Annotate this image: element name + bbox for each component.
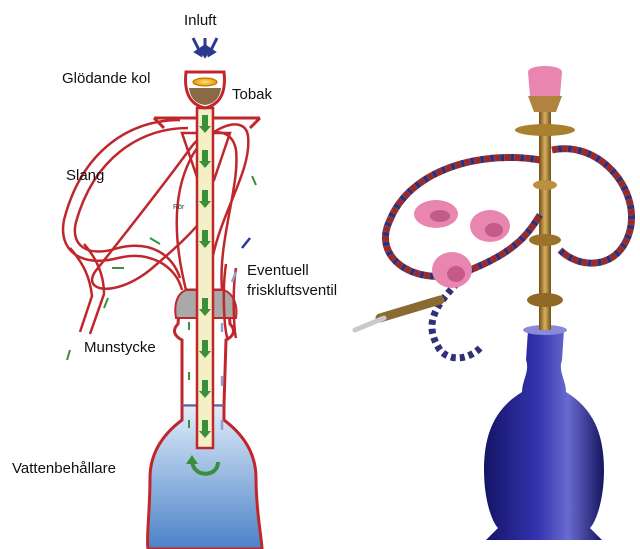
label-valve-line2: friskluftsventil [247, 282, 337, 299]
photo-bowl [528, 96, 562, 112]
photo-stem-ring [527, 293, 563, 307]
arrow-down-icon [193, 38, 217, 56]
photo-top-tassel [528, 66, 562, 96]
label-tobacco: Tobak [232, 86, 272, 103]
photo-hose [552, 149, 632, 263]
label-hose: Slang [66, 167, 104, 184]
label-valve-line1: Eventuell [247, 262, 309, 279]
photo-stem-ring [533, 180, 557, 190]
label-mouthpiece: Munstycke [84, 339, 156, 356]
photo-vase [484, 330, 604, 540]
label-inlet: Inluft [184, 12, 217, 29]
photo-mouthpiece [380, 300, 440, 318]
photo-stem-ring [529, 234, 561, 246]
label-water: Vattenbehållare [12, 460, 116, 477]
hookah-photo [355, 66, 632, 540]
label-coal: Glödande kol [62, 70, 150, 87]
photo-mouthpiece-tip [355, 318, 384, 330]
arrow-icon [242, 238, 250, 248]
coal-ember [193, 78, 217, 86]
photo-tray [515, 124, 575, 136]
label-pipe: Rör [173, 204, 184, 212]
